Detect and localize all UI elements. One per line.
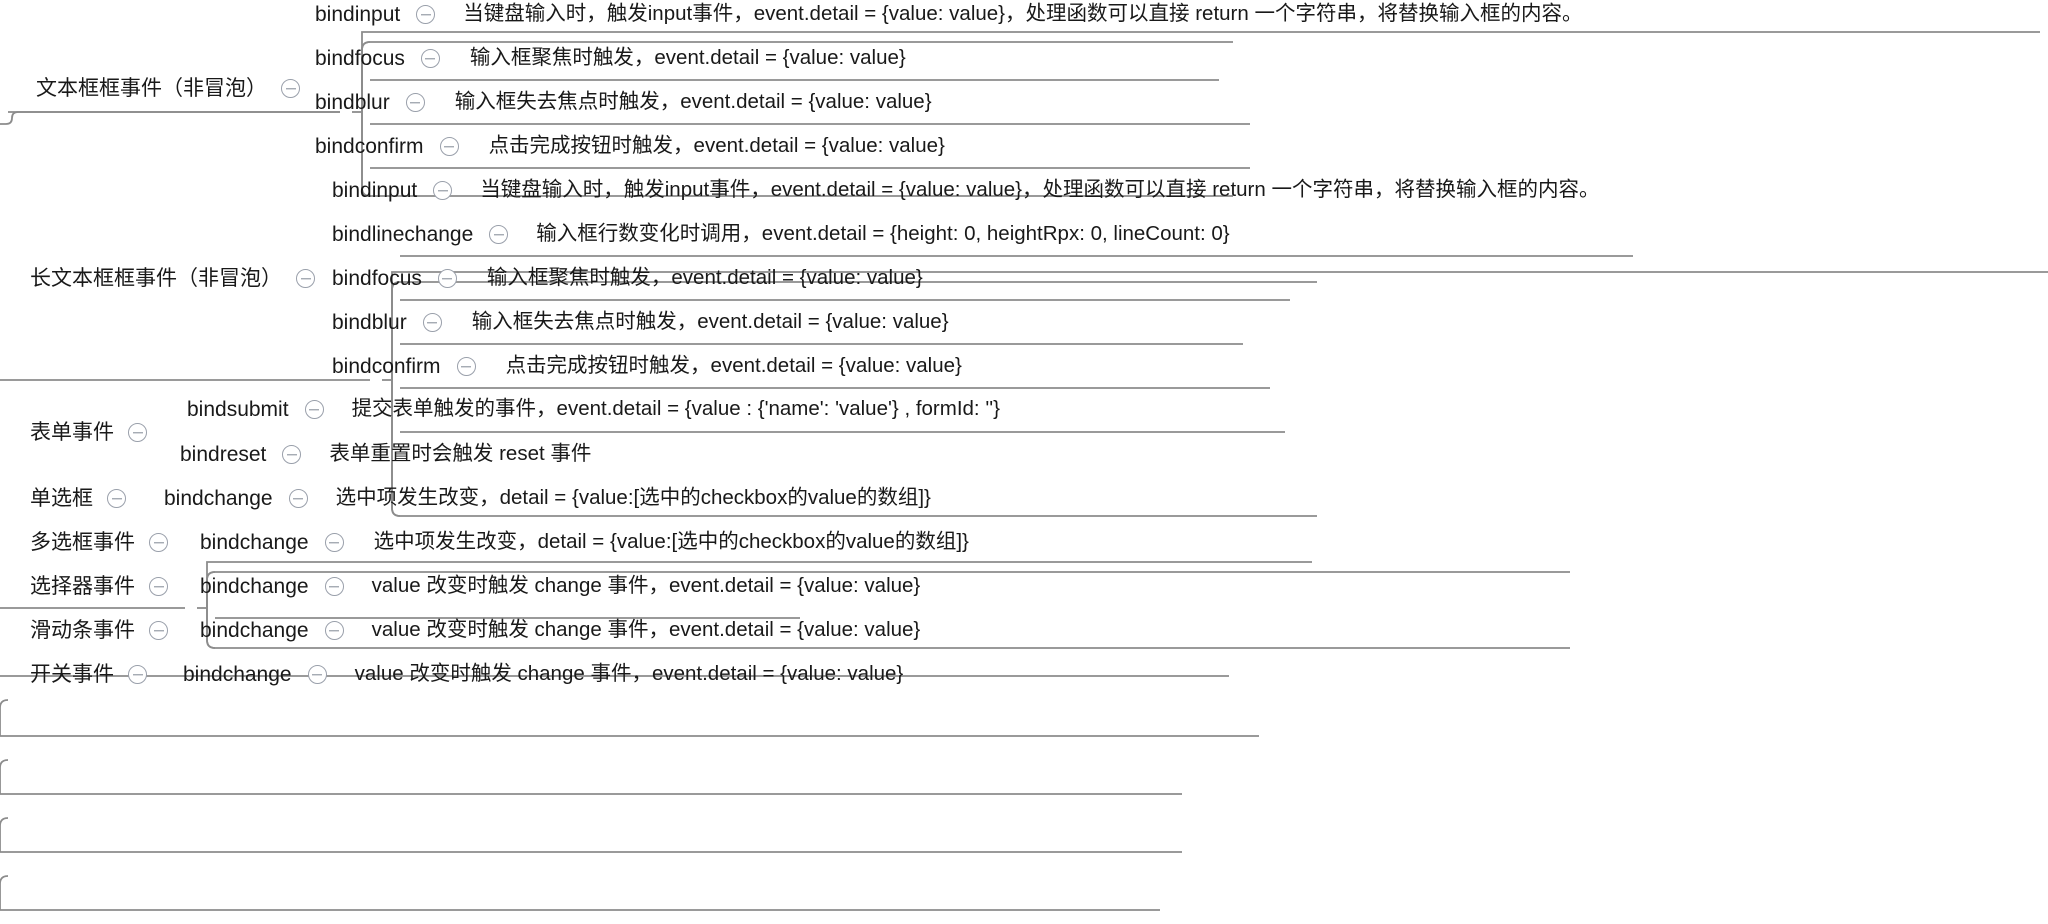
event-description: value 改变时触发 change 事件，event.detail = {va… bbox=[354, 662, 904, 686]
minus-circle-icon[interactable] bbox=[107, 489, 126, 508]
minus-circle-icon[interactable] bbox=[422, 313, 442, 332]
branch-row-switch[interactable]: 开关事件 bindchange value 改变时触发 change 事件，ev… bbox=[30, 664, 903, 685]
minus-circle-icon[interactable] bbox=[149, 533, 168, 552]
event-key: bindchange bbox=[200, 575, 309, 598]
minus-circle-icon[interactable] bbox=[456, 357, 476, 376]
branch-label: 滑动条事件 bbox=[30, 619, 135, 642]
minus-circle-icon[interactable] bbox=[128, 423, 147, 442]
event-description: 选中项发生改变，detail = {value:[选中的checkbox的val… bbox=[373, 530, 969, 554]
event-key: bindsubmit bbox=[187, 398, 289, 421]
minus-circle-icon[interactable] bbox=[324, 577, 344, 596]
event-description: 输入框失去焦点时触发，event.detail = {value: value} bbox=[454, 90, 932, 114]
minus-circle-icon[interactable] bbox=[307, 665, 327, 684]
event-description: 输入框聚焦时触发，event.detail = {value: value} bbox=[469, 46, 906, 70]
minus-circle-icon[interactable] bbox=[416, 5, 436, 24]
event-description: 当键盘输入时，触发input事件，event.detail = {value: … bbox=[463, 2, 1583, 26]
event-key: bindconfirm bbox=[332, 355, 441, 378]
event-description: 输入框聚焦时触发，event.detail = {value: value} bbox=[486, 266, 923, 290]
event-key: bindblur bbox=[332, 311, 407, 334]
event-description: 点击完成按钮时触发，event.detail = {value: value} bbox=[488, 134, 945, 158]
node-textarea-bindinput[interactable]: bindinput 当键盘输入时，触发input事件，event.detail … bbox=[332, 180, 1599, 201]
minus-circle-icon[interactable] bbox=[288, 489, 308, 508]
minus-circle-icon[interactable] bbox=[282, 445, 302, 464]
minus-circle-icon[interactable] bbox=[296, 269, 315, 288]
minus-circle-icon[interactable] bbox=[420, 49, 440, 68]
node-textbox-bindfocus[interactable]: bindfocus 输入框聚焦时触发，event.detail = {value… bbox=[315, 48, 906, 69]
branch-title-textbox[interactable]: 文本框框事件（非冒泡） bbox=[36, 78, 300, 99]
minus-circle-icon[interactable] bbox=[439, 137, 459, 156]
branch-row-checkbox[interactable]: 多选框事件 bindchange 选中项发生改变，detail = {value… bbox=[30, 532, 969, 553]
event-description: 表单重置时会触发 reset 事件 bbox=[329, 442, 592, 466]
event-key: bindchange bbox=[200, 531, 309, 554]
minus-circle-icon[interactable] bbox=[433, 181, 453, 200]
branch-label: 多选框事件 bbox=[30, 531, 135, 554]
branch-row-picker[interactable]: 选择器事件 bindchange value 改变时触发 change 事件，e… bbox=[30, 576, 920, 597]
minus-circle-icon[interactable] bbox=[324, 621, 344, 640]
event-description: 选中项发生改变，detail = {value:[选中的checkbox的val… bbox=[335, 486, 931, 510]
event-key: bindreset bbox=[180, 443, 267, 466]
branch-label: 选择器事件 bbox=[30, 575, 135, 598]
event-key: bindchange bbox=[200, 619, 309, 642]
node-textarea-bindblur[interactable]: bindblur 输入框失去焦点时触发，event.detail = {valu… bbox=[332, 312, 949, 333]
event-key: bindinput bbox=[332, 179, 418, 202]
node-form-bindsubmit[interactable]: bindsubmit 提交表单触发的事件，event.detail = {val… bbox=[187, 399, 1000, 420]
branch-title-form[interactable]: 表单事件 bbox=[30, 422, 147, 443]
node-textbox-bindblur[interactable]: bindblur 输入框失去焦点时触发，event.detail = {valu… bbox=[315, 92, 932, 113]
minus-circle-icon[interactable] bbox=[281, 79, 300, 98]
node-textarea-bindconfirm[interactable]: bindconfirm 点击完成按钮时触发，event.detail = {va… bbox=[332, 356, 962, 377]
node-form-bindreset[interactable]: bindreset 表单重置时会触发 reset 事件 bbox=[180, 444, 591, 465]
event-key: bindchange bbox=[183, 663, 292, 686]
event-description: 输入框行数变化时调用，event.detail = {height: 0, he… bbox=[536, 222, 1230, 246]
event-description: 当键盘输入时，触发input事件，event.detail = {value: … bbox=[480, 178, 1600, 202]
node-textarea-bindfocus[interactable]: bindfocus 输入框聚焦时触发，event.detail = {value… bbox=[332, 268, 923, 289]
minus-circle-icon[interactable] bbox=[149, 621, 168, 640]
event-key: bindconfirm bbox=[315, 135, 424, 158]
branch-label: 开关事件 bbox=[30, 663, 114, 686]
event-key: bindfocus bbox=[315, 47, 405, 70]
minus-circle-icon[interactable] bbox=[489, 225, 509, 244]
node-textbox-bindconfirm[interactable]: bindconfirm 点击完成按钮时触发，event.detail = {va… bbox=[315, 136, 945, 157]
event-description: 输入框失去焦点时触发，event.detail = {value: value} bbox=[471, 310, 949, 334]
branch-label: 单选框 bbox=[30, 487, 93, 510]
event-description: 点击完成按钮时触发，event.detail = {value: value} bbox=[505, 354, 962, 378]
node-textbox-bindinput[interactable]: bindinput 当键盘输入时，触发input事件，event.detail … bbox=[315, 4, 1582, 25]
branch-row-slider[interactable]: 滑动条事件 bindchange value 改变时触发 change 事件，e… bbox=[30, 620, 920, 641]
minus-circle-icon[interactable] bbox=[437, 269, 457, 288]
event-key: bindlinechange bbox=[332, 223, 474, 246]
event-key: bindchange bbox=[164, 487, 273, 510]
branch-label: 表单事件 bbox=[30, 421, 114, 444]
minus-circle-icon[interactable] bbox=[128, 665, 147, 684]
event-key: bindinput bbox=[315, 3, 401, 26]
minus-circle-icon[interactable] bbox=[324, 533, 344, 552]
branch-row-radio[interactable]: 单选框 bindchange 选中项发生改变，detail = {value:[… bbox=[30, 488, 931, 509]
minus-circle-icon[interactable] bbox=[405, 93, 425, 112]
minus-circle-icon[interactable] bbox=[149, 577, 168, 596]
event-key: bindblur bbox=[315, 91, 390, 114]
event-key: bindfocus bbox=[332, 267, 422, 290]
branch-label: 文本框框事件（非冒泡） bbox=[36, 77, 267, 100]
event-description: value 改变时触发 change 事件，event.detail = {va… bbox=[371, 618, 921, 642]
branch-title-textarea[interactable]: 长文本框框事件（非冒泡） bbox=[30, 268, 315, 289]
branch-label: 长文本框框事件（非冒泡） bbox=[30, 267, 282, 290]
minus-circle-icon[interactable] bbox=[304, 400, 324, 419]
node-textarea-bindlinechange[interactable]: bindlinechange 输入框行数变化时调用，event.detail =… bbox=[332, 224, 1230, 245]
event-description: value 改变时触发 change 事件，event.detail = {va… bbox=[371, 574, 921, 598]
event-description: 提交表单触发的事件，event.detail = {value : {'name… bbox=[351, 397, 1000, 421]
